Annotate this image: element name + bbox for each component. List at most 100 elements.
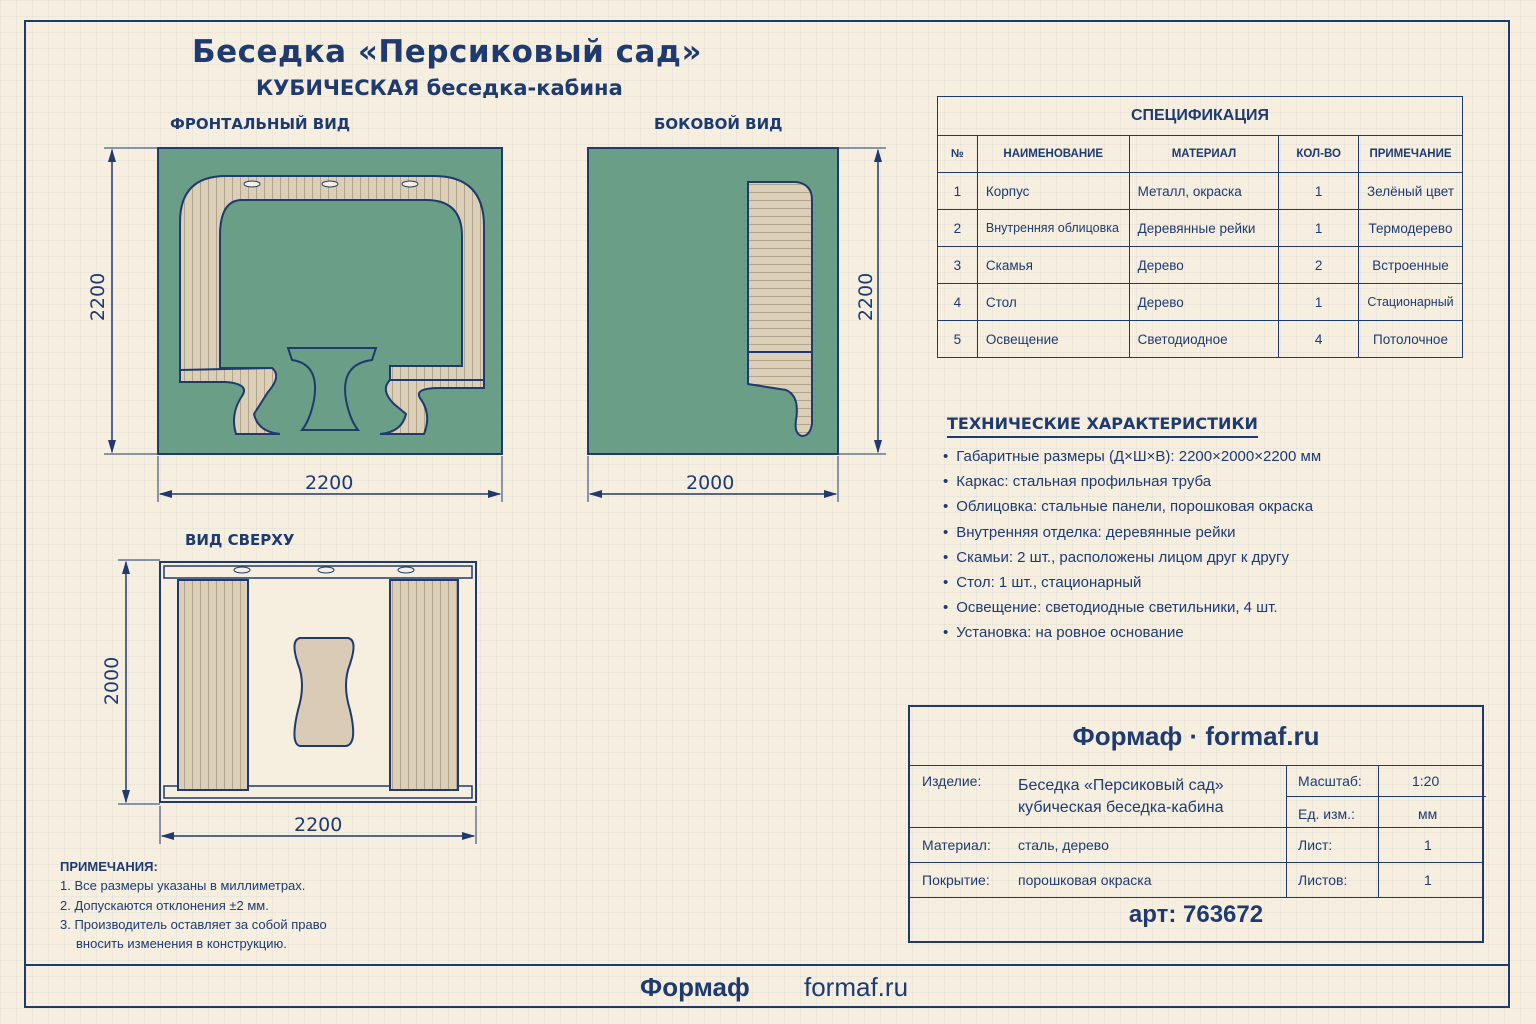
spec-cell: 1 <box>937 172 978 210</box>
note-item: вносить изменения в конструкцию. <box>76 936 287 952</box>
tech-item: Освещение: светодиодные светильники, 4 ш… <box>943 599 1321 624</box>
top-right-bench <box>389 579 459 791</box>
front-width-text: 2200 <box>305 472 354 494</box>
spec-cell: Внутренняя облицовка <box>976 209 1130 247</box>
top-light-2 <box>317 566 335 574</box>
stamp-product-label: Изделие: <box>922 773 982 789</box>
title-block: Формаф · formaf.ru Изделие: Беседка «Пер… <box>908 705 1486 943</box>
side-wood-lining <box>747 181 813 353</box>
top-depth-text: 2000 <box>101 656 124 706</box>
tech-item: Установка: на ровное основание <box>943 624 1321 649</box>
spec-cell: Дерево <box>1128 283 1280 321</box>
side-width-text: 2000 <box>686 472 735 494</box>
spec-cell: Термодерево <box>1358 209 1463 247</box>
stamp-coating-value: порошковая окраска <box>1018 872 1152 888</box>
spec-cell: 1 <box>1278 209 1360 247</box>
tech-title: ТЕХНИЧЕСКИЕ ХАРАКТЕРИСТИКИ <box>947 414 1258 438</box>
page-subtitle: КУБИЧЕСКАЯ беседка-кабина <box>256 76 623 100</box>
footer-divider <box>24 964 1510 966</box>
top-light-1 <box>233 566 251 574</box>
spec-cell: 4 <box>937 283 978 321</box>
spec-header: № <box>937 135 978 173</box>
front-height-text: 2200 <box>87 272 110 322</box>
top-left-bench <box>177 579 249 791</box>
stamp-brand: Формаф · formaf.ru <box>910 707 1482 766</box>
front-view-label: ФРОНТАЛЬНЫЙ ВИД <box>170 115 351 133</box>
spec-table: СПЕЦИФИКАЦИЯ № НАИМЕНОВАНИЕ МАТЕРИАЛ КОЛ… <box>937 96 1463 358</box>
spec-cell: Корпус <box>976 172 1130 210</box>
spec-cell: 1 <box>1278 283 1360 321</box>
top-width-text: 2200 <box>294 814 343 836</box>
front-wood-lining <box>179 175 485 382</box>
front-view-drawing <box>104 147 503 502</box>
footer-brand: Формаф <box>640 972 750 1002</box>
tech-item: Стол: 1 шт., стационарный <box>943 574 1321 599</box>
top-light-3 <box>397 566 415 574</box>
spec-header: ПРИМЕЧАНИЕ <box>1358 135 1463 173</box>
front-table <box>286 347 378 431</box>
side-height-text: 2200 <box>855 272 878 322</box>
light-1 <box>243 180 261 188</box>
top-view-label: ВИД СВЕРХУ <box>185 531 295 549</box>
top-table <box>293 637 355 747</box>
tech-item: Габаритные размеры (Д×Ш×В): 2200×2000×22… <box>943 448 1321 473</box>
stamp-sheet-value: 1 <box>1424 837 1432 853</box>
spec-cell: Стационарный <box>1358 283 1463 321</box>
spec-caption: СПЕЦИФИКАЦИЯ <box>937 96 1463 136</box>
stamp-coating-label: Покрытие: <box>922 872 990 888</box>
notes-block: ПРИМЕЧАНИЯ: 1. Все размеры указаны в мил… <box>60 857 327 953</box>
side-bench <box>747 351 813 438</box>
tech-item: Каркас: стальная профильная труба <box>943 473 1321 498</box>
side-view-label: БОКОВОЙ ВИД <box>654 115 783 133</box>
stamp-scale-value: 1:20 <box>1412 773 1440 789</box>
side-view-drawing <box>587 147 886 502</box>
note-item: 1. Все размеры указаны в миллиметрах. <box>60 878 306 894</box>
spec-cell: 2 <box>1278 246 1360 284</box>
top-view-drawing <box>118 559 477 844</box>
drawing-frame <box>24 20 1510 1008</box>
spec-cell: Стол <box>976 283 1130 321</box>
tech-item: Внутренняя отделка: деревянные рейки <box>943 524 1321 549</box>
spec-cell: Потолочное <box>1358 320 1463 358</box>
spec-cell: Деревянные рейки <box>1128 209 1280 247</box>
light-3 <box>401 180 419 188</box>
page-title: Беседка «Персиковый сад» <box>192 34 702 70</box>
notes-heading: ПРИМЕЧАНИЯ: <box>60 859 158 874</box>
front-left-bench <box>179 366 281 435</box>
tech-item: Скамьи: 2 шт., расположены лицом друг к … <box>943 549 1321 574</box>
spec-row: 1 Корпус Металл, окраска 1 Зелёный цвет <box>937 172 1463 210</box>
spec-cell: Металл, окраска <box>1128 172 1280 210</box>
spec-header: КОЛ-ВО <box>1278 135 1360 173</box>
spec-row: 4 Стол Дерево 1 Стационарный <box>937 283 1463 321</box>
spec-row: 5 Освещение Светодиодное 4 Потолочное <box>937 320 1463 358</box>
spec-cell: 2 <box>937 209 978 247</box>
spec-cell: Освещение <box>976 320 1130 358</box>
stamp-article: арт: 763672 <box>1128 901 1264 928</box>
light-2 <box>321 180 339 188</box>
tech-list: Габаритные размеры (Д×Ш×В): 2200×2000×22… <box>943 448 1321 650</box>
front-right-bench <box>379 379 485 435</box>
spec-header: НАИМЕНОВАНИЕ <box>976 135 1130 173</box>
note-item: 3. Производитель оставляет за собой прав… <box>60 916 327 932</box>
stamp-unit-value: мм <box>1418 806 1438 822</box>
footer-site[interactable]: formaf.ru <box>804 972 909 1002</box>
spec-cell: 5 <box>937 320 978 358</box>
spec-header: МАТЕРИАЛ <box>1128 135 1280 173</box>
spec-cell: Встроенные <box>1358 246 1463 284</box>
stamp-scale-label: Масштаб: <box>1298 773 1362 789</box>
spec-cell: 1 <box>1278 172 1360 210</box>
spec-cell: Дерево <box>1128 246 1280 284</box>
stamp-sheets-label: Листов: <box>1298 872 1348 888</box>
note-item: 2. Допускаются отклонения ±2 мм. <box>60 897 269 913</box>
spec-cell: Скамья <box>976 246 1130 284</box>
stamp-sheets-value: 1 <box>1424 872 1432 888</box>
spec-cell: 4 <box>1278 320 1360 358</box>
spec-row: 2 Внутренняя облицовка Деревянные рейки … <box>937 209 1463 247</box>
spec-cell: Зелёный цвет <box>1358 172 1463 210</box>
stamp-product-line2: кубическая беседка-кабина <box>1018 799 1224 816</box>
stamp-sheet-label: Лист: <box>1298 837 1333 853</box>
stamp-product-line1: Беседка «Персиковый сад» <box>1018 777 1224 794</box>
stamp-unit-label: Ед. изм.: <box>1298 806 1355 822</box>
tech-item: Облицовка: стальные панели, порошковая о… <box>943 498 1321 523</box>
